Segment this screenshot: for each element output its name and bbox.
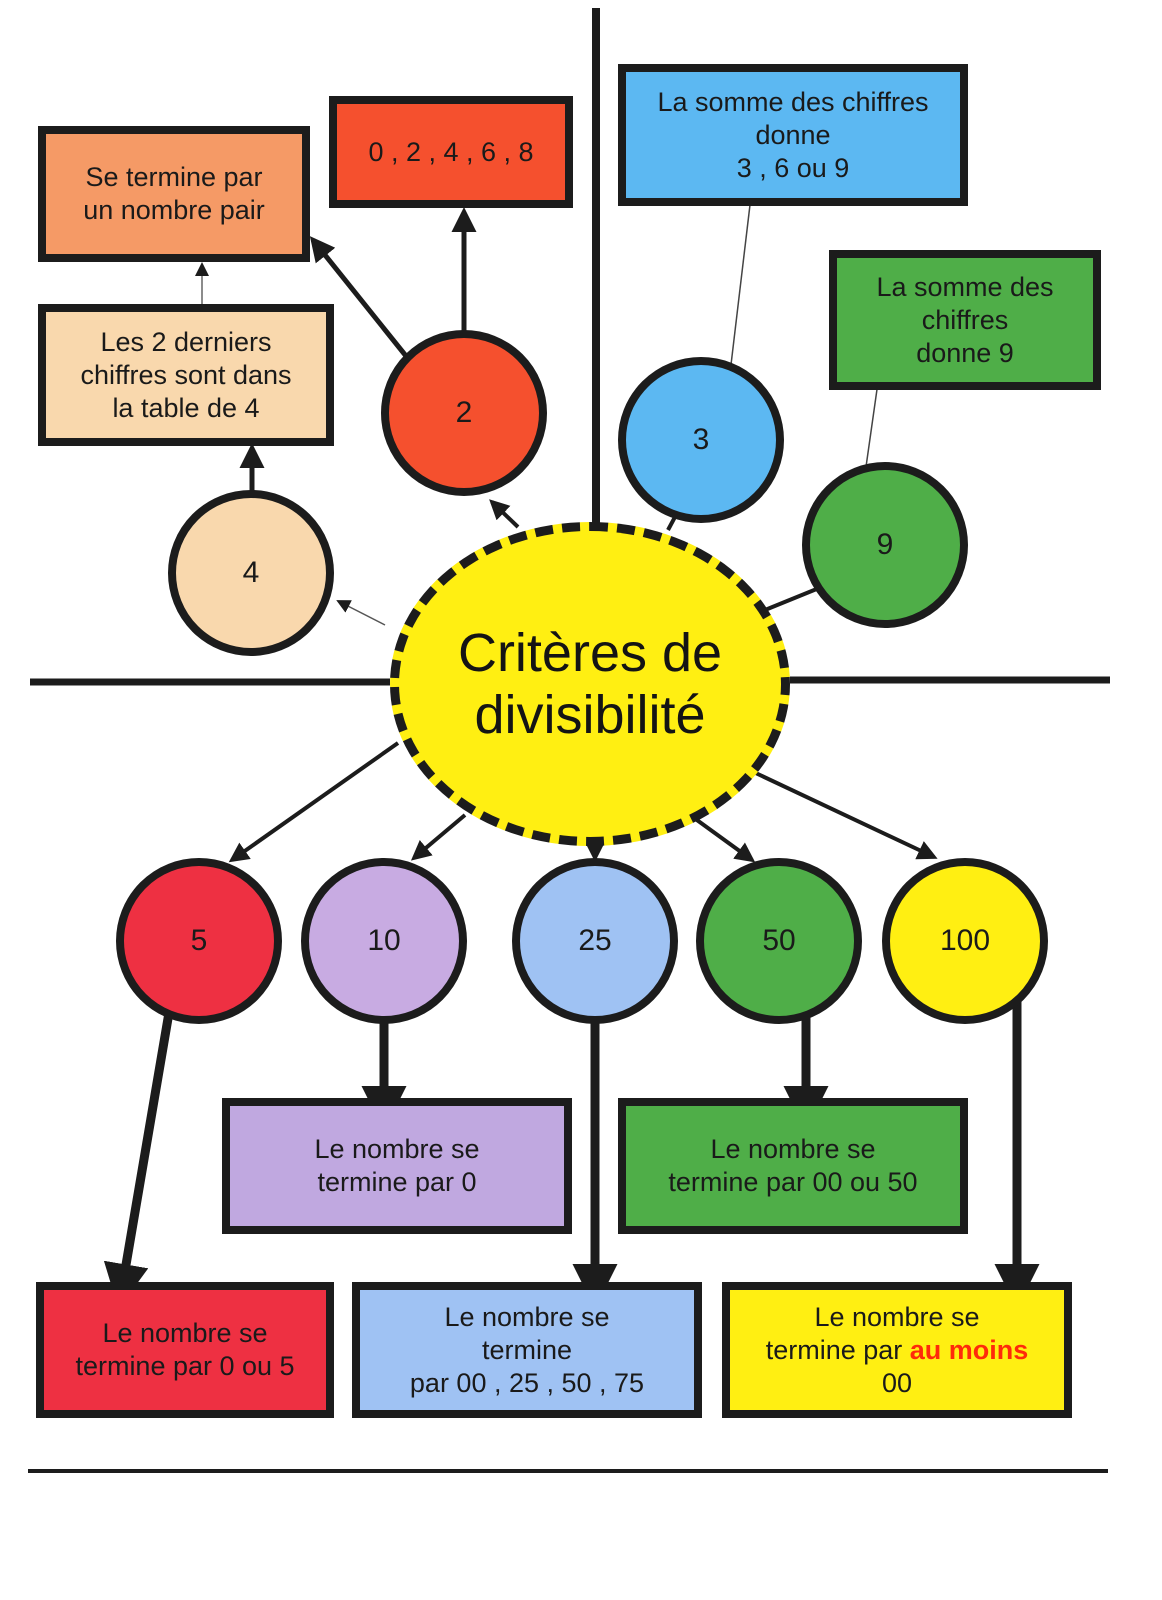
circle-25: 25: [512, 858, 678, 1024]
box-ends-even-line1: Se termine par: [85, 162, 263, 192]
box-ends-0-5-line1: Le nombre se: [102, 1318, 268, 1348]
circle-9-label: 9: [876, 528, 894, 561]
arrow-3-to-sum369-box: [727, 186, 758, 391]
circle-10: 10: [301, 858, 467, 1024]
arrow-center-to-2: [489, 499, 520, 529]
box-sum-9-line1: La somme des: [876, 271, 1054, 302]
box-sum-9: La somme des chiffres donne 9: [829, 250, 1101, 390]
box-ends-at-least-00-line1: Le nombre se: [814, 1301, 980, 1332]
circle-25-label: 25: [578, 924, 612, 957]
arrow-5-to-box: [103, 994, 177, 1309]
arrow-2-to-even-box: [309, 236, 408, 358]
box-ends-25s-line2: termine: [481, 1334, 573, 1365]
box-ends-00-50-line1: Le nombre se: [710, 1134, 876, 1164]
box-ends-at-least-00-line3: 00: [881, 1367, 913, 1398]
box-ends-even: Se termine par un nombre pair: [38, 126, 310, 262]
box-ends-at-least-00-highlight: au moins: [909, 1334, 1029, 1365]
box-ends-0: Le nombre se termine par 0: [222, 1098, 572, 1234]
box-ends-00-50-line2: termine par 00 ou 50: [668, 1167, 918, 1197]
box-last-two-table4: Les 2 derniers chiffres sont dans la tab…: [38, 304, 334, 446]
box-even-digits: 0 , 2 , 4 , 6 , 8: [329, 96, 573, 208]
center-title-line1: Critères de: [457, 623, 723, 683]
arrow-center-to-100: [744, 766, 938, 860]
box-sum-369-line1: La somme des chiffres: [657, 86, 929, 117]
box-ends-25s-line1: Le nombre se: [444, 1301, 610, 1332]
center-topic-ellipse: Critères de divisibilité: [390, 522, 790, 846]
box-sum-369: La somme des chiffres donne 3 , 6 ou 9: [618, 64, 968, 206]
center-title-line2: divisibilité: [474, 685, 706, 745]
box-ends-0-line1: Le nombre se: [314, 1134, 480, 1164]
circle-100: 100: [882, 858, 1048, 1024]
box-ends-0-5-line2: termine par 0 ou 5: [75, 1351, 295, 1381]
circle-2-label: 2: [455, 396, 473, 429]
circle-5: 5: [116, 858, 282, 1024]
box-sum-9-line3: donne 9: [916, 337, 1014, 368]
box-ends-25s: Le nombre se termine par 00 , 25 , 50 , …: [352, 1282, 702, 1418]
box-sum-369-line2: donne: [755, 119, 831, 150]
box-ends-at-least-00-line2: termine par au moins: [766, 1334, 1029, 1367]
circle-2: 2: [381, 330, 547, 496]
circle-50: 50: [696, 858, 862, 1024]
box-sum-369-line3: 3 , 6 ou 9: [736, 152, 850, 183]
box-ends-at-least-00-prefix: termine par: [765, 1334, 910, 1365]
box-last-two-table4-line1: Les 2 derniers: [100, 326, 272, 357]
circle-4: 4: [168, 490, 334, 656]
circle-4-label: 4: [242, 556, 260, 589]
box-last-two-table4-line2: chiffres sont dans: [80, 359, 292, 390]
arrow-center-to-5: [228, 741, 400, 863]
circle-10-label: 10: [367, 924, 401, 957]
circle-50-label: 50: [762, 924, 796, 957]
arrow-center-to-50: [688, 813, 756, 863]
box-last-two-table4-line3: la table de 4: [112, 392, 260, 423]
box-ends-0-5: Le nombre se termine par 0 ou 5: [36, 1282, 334, 1418]
circle-3: 3: [618, 357, 784, 523]
circle-3-label: 3: [692, 423, 710, 456]
box-ends-at-least-00: Le nombre se termine par au moins 00: [722, 1282, 1072, 1418]
arrow-center-to-4: [336, 600, 386, 626]
box-even-digits-text: 0 , 2 , 4 , 6 , 8: [368, 136, 534, 167]
box-ends-00-50: Le nombre se termine par 00 ou 50: [618, 1098, 968, 1234]
circle-9: 9: [802, 462, 968, 628]
box-ends-0-line2: termine par 0: [317, 1167, 477, 1197]
box-ends-25s-line3: par 00 , 25 , 50 , 75: [409, 1367, 645, 1398]
circle-100-label: 100: [939, 924, 991, 957]
arrow-center-to-10: [410, 813, 467, 861]
box-sum-9-line2: chiffres: [921, 304, 1009, 335]
box-ends-even-line2: un nombre pair: [83, 195, 265, 225]
circle-5-label: 5: [190, 924, 208, 957]
